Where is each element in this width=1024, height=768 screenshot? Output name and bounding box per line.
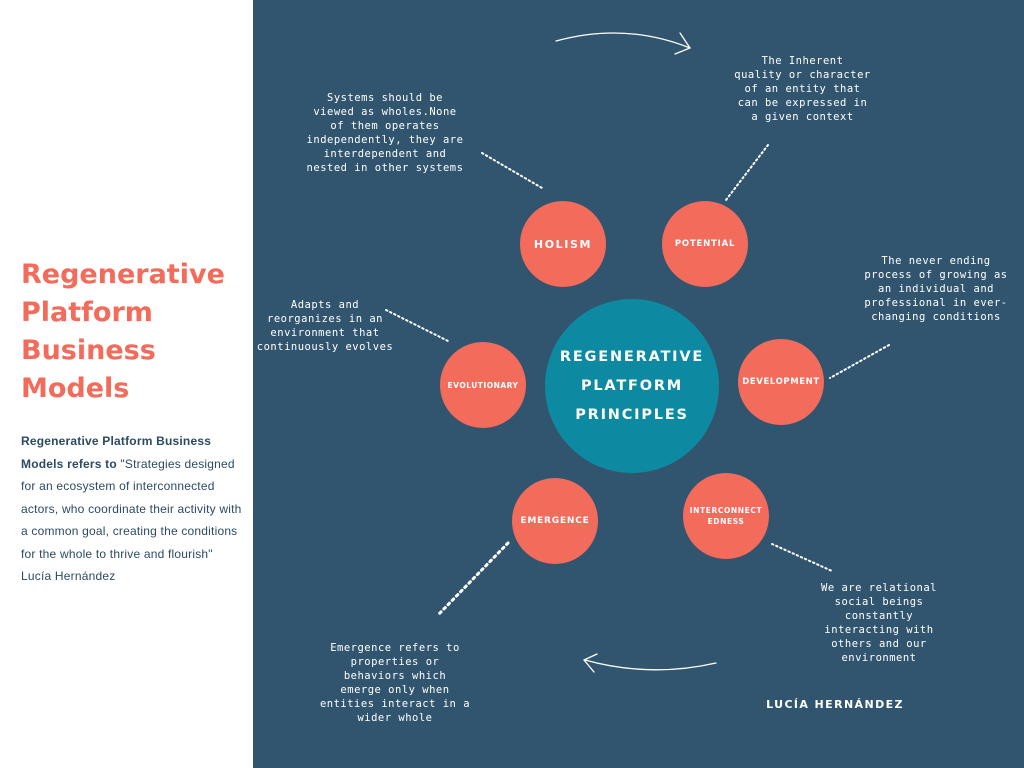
node-label-line: EDNESS — [707, 517, 745, 526]
node-label-line: INTERCONNECT — [689, 506, 763, 515]
desc-line: professional in ever- — [864, 297, 1008, 309]
desc-line: We are relational — [821, 582, 937, 594]
desc-line: Emergence refers to — [330, 642, 460, 654]
node-label-evolutionary: EVOLUTIONARY — [447, 380, 519, 390]
desc-line: Systems should be — [327, 92, 443, 104]
center-label-line: PRINCIPLES — [575, 406, 689, 423]
definition-paragraph: Regenerative Platform Business Models re… — [21, 430, 243, 588]
description-holism: Systems should be viewed as wholes.None … — [290, 91, 480, 175]
node-label-interconnectedness: INTERCONNECT EDNESS — [688, 505, 764, 527]
desc-line: quality or character — [734, 69, 871, 81]
node-label-development: DEVELOPMENT — [742, 376, 820, 387]
desc-line: entities interact in a — [319, 698, 471, 710]
desc-line: environment that — [270, 327, 380, 339]
arrow-top-curve — [555, 32, 691, 49]
title-line: Platform — [21, 297, 153, 328]
arrow-bottom-curve — [584, 659, 717, 671]
center-principles-circle: REGENERATIVE PLATFORM PRINCIPLES — [545, 299, 719, 473]
description-evolutionary: Adapts and reorganizes in an environment… — [255, 298, 395, 354]
desc-line: process of growing as — [864, 269, 1008, 281]
desc-line: changing conditions — [871, 311, 1001, 323]
desc-line: The Inherent — [761, 55, 844, 67]
desc-line: interacting with — [824, 624, 934, 636]
desc-line: others and our — [831, 638, 927, 650]
node-label-holism: HOLISM — [533, 237, 593, 251]
desc-line: interdependent and — [323, 148, 447, 160]
desc-line: behaviors which — [343, 670, 447, 682]
definition-lead: Regenerative Platform Business Models re… — [21, 434, 212, 471]
connector-evolutionary — [385, 309, 449, 342]
node-emergence: EMERGENCE — [512, 478, 598, 564]
node-evolutionary: EVOLUTIONARY — [440, 342, 526, 428]
description-potential: The Inherent quality or character of an … — [720, 54, 885, 124]
desc-line: Adapts and — [290, 299, 360, 311]
page-title: Regenerative Platform Business Models — [21, 256, 246, 408]
desc-line: social beings — [834, 596, 924, 608]
desc-line: emerge only when — [340, 684, 450, 696]
connector-holism — [481, 152, 543, 189]
connector-emergence — [436, 541, 510, 617]
desc-line: an individual and — [878, 283, 994, 295]
arrow-top-head — [674, 32, 691, 55]
center-label-line: REGENERATIVE — [559, 348, 705, 365]
node-development: DEVELOPMENT — [738, 339, 824, 425]
connector-potential — [725, 144, 769, 201]
desc-line: a given context — [751, 111, 854, 123]
desc-line: environment — [841, 652, 917, 664]
node-interconnectedness: INTERCONNECT EDNESS — [683, 473, 769, 559]
desc-line: of them operates — [330, 120, 440, 132]
node-label-potential: POTENTIAL — [674, 238, 736, 249]
desc-line: nested in other systems — [306, 162, 464, 174]
desc-line: The never ending — [881, 255, 991, 267]
desc-line: reorganizes in an — [267, 313, 383, 325]
author-credit: LUCÍA HERNÁNDEZ — [766, 698, 904, 711]
desc-line: constantly — [844, 610, 914, 622]
desc-line: can be expressed in — [737, 97, 868, 109]
connector-development — [829, 344, 890, 379]
title-line: Models — [21, 373, 130, 404]
center-label-line: PLATFORM — [580, 377, 684, 394]
connector-interconnectedness — [771, 543, 833, 572]
description-interconnectedness: We are relational social beings constant… — [800, 581, 958, 665]
title-line: Business — [21, 335, 156, 366]
node-holism: HOLISM — [520, 201, 606, 287]
arrow-bottom-head — [582, 653, 598, 673]
desc-line: properties or — [350, 656, 440, 668]
desc-line: of an entity that — [744, 83, 861, 95]
desc-line: continuously evolves — [256, 341, 394, 353]
node-label-emergence: EMERGENCE — [520, 515, 590, 526]
title-line: Regenerative — [21, 259, 225, 290]
center-label: REGENERATIVE PLATFORM PRINCIPLES — [545, 343, 719, 430]
node-potential: POTENTIAL — [662, 201, 748, 287]
description-emergence: Emergence refers to properties or behavi… — [305, 641, 485, 725]
desc-line: wider whole — [357, 712, 433, 724]
description-development: The never ending process of growing as a… — [852, 254, 1020, 324]
definition-body: "Strategies designed for an ecosystem of… — [21, 456, 242, 584]
desc-line: viewed as wholes.None — [313, 106, 457, 118]
left-panel: Regenerative Platform Business Models Re… — [0, 0, 253, 768]
desc-line: independently, they are — [306, 134, 464, 146]
